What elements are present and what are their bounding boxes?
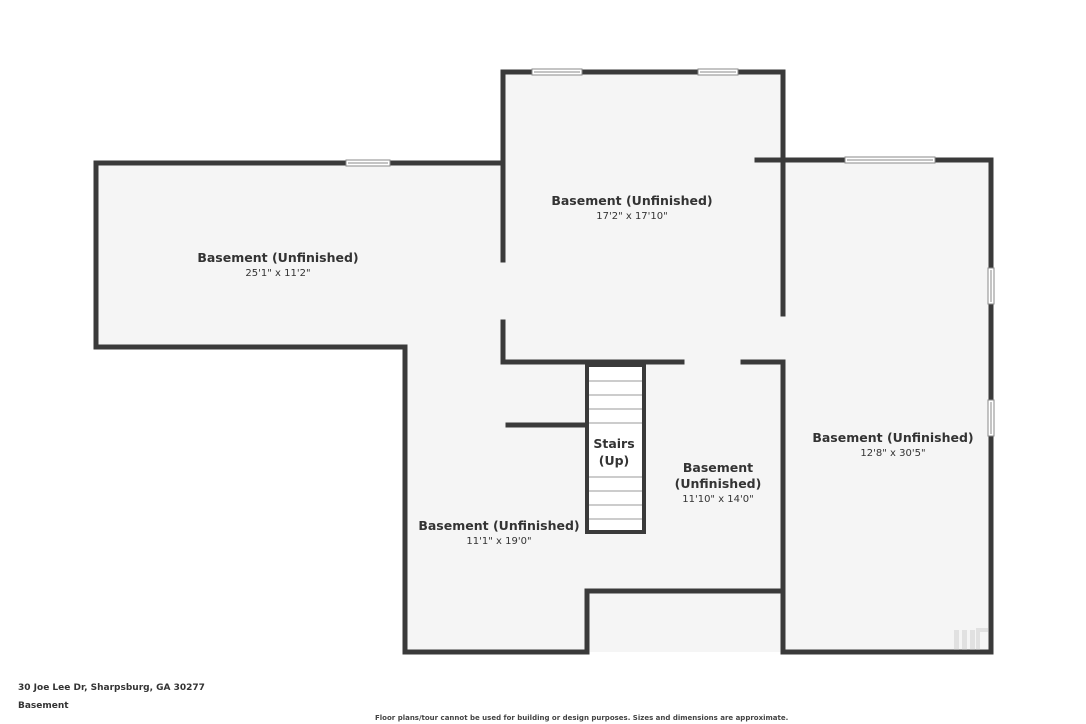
room-name: Basement (Unfinished) bbox=[197, 250, 358, 265]
disclaimer-text: Floor plans/tour cannot be used for buil… bbox=[375, 714, 789, 722]
room-name: Basement (Unfinished) bbox=[551, 193, 712, 208]
room-right: Basement (Unfinished) 12'8" x 30'5" bbox=[812, 430, 973, 459]
room-name: Basement (Unfinished) bbox=[418, 518, 579, 533]
window bbox=[345, 159, 391, 167]
room-bottom-left: Basement (Unfinished) 11'1" x 19'0" bbox=[418, 518, 579, 547]
stairs-label-line2: (Up) bbox=[599, 453, 630, 468]
room-dimensions: 17'2" x 17'10" bbox=[596, 211, 668, 222]
brand-logo-icon bbox=[954, 628, 988, 650]
window bbox=[987, 267, 995, 305]
property-address: 30 Joe Lee Dr, Sharpsburg, GA 30277 bbox=[18, 683, 205, 693]
room-name-line2: (Unfinished) bbox=[675, 476, 762, 491]
window bbox=[844, 156, 936, 164]
window bbox=[697, 68, 739, 76]
walls bbox=[93, 69, 994, 655]
room-dimensions: 11'10" x 14'0" bbox=[682, 494, 754, 505]
stairs-label-line1: Stairs bbox=[593, 436, 634, 451]
floor-level-label: Basement bbox=[18, 701, 69, 711]
room-dimensions: 12'8" x 30'5" bbox=[860, 448, 925, 459]
room-dimensions: 25'1" x 11'2" bbox=[245, 268, 310, 279]
window bbox=[531, 68, 583, 76]
room-name: Basement (Unfinished) bbox=[812, 430, 973, 445]
room-left: Basement (Unfinished) 25'1" x 11'2" bbox=[197, 250, 358, 279]
window bbox=[987, 399, 995, 437]
windows bbox=[345, 68, 995, 437]
stairs: Stairs (Up) bbox=[585, 363, 646, 534]
room-center: Basement (Unfinished) 11'10" x 14'0" bbox=[675, 460, 762, 505]
room-dimensions: 11'1" x 19'0" bbox=[466, 536, 531, 547]
room-top-center: Basement (Unfinished) 17'2" x 17'10" bbox=[551, 193, 712, 222]
room-name-line1: Basement bbox=[683, 460, 753, 475]
